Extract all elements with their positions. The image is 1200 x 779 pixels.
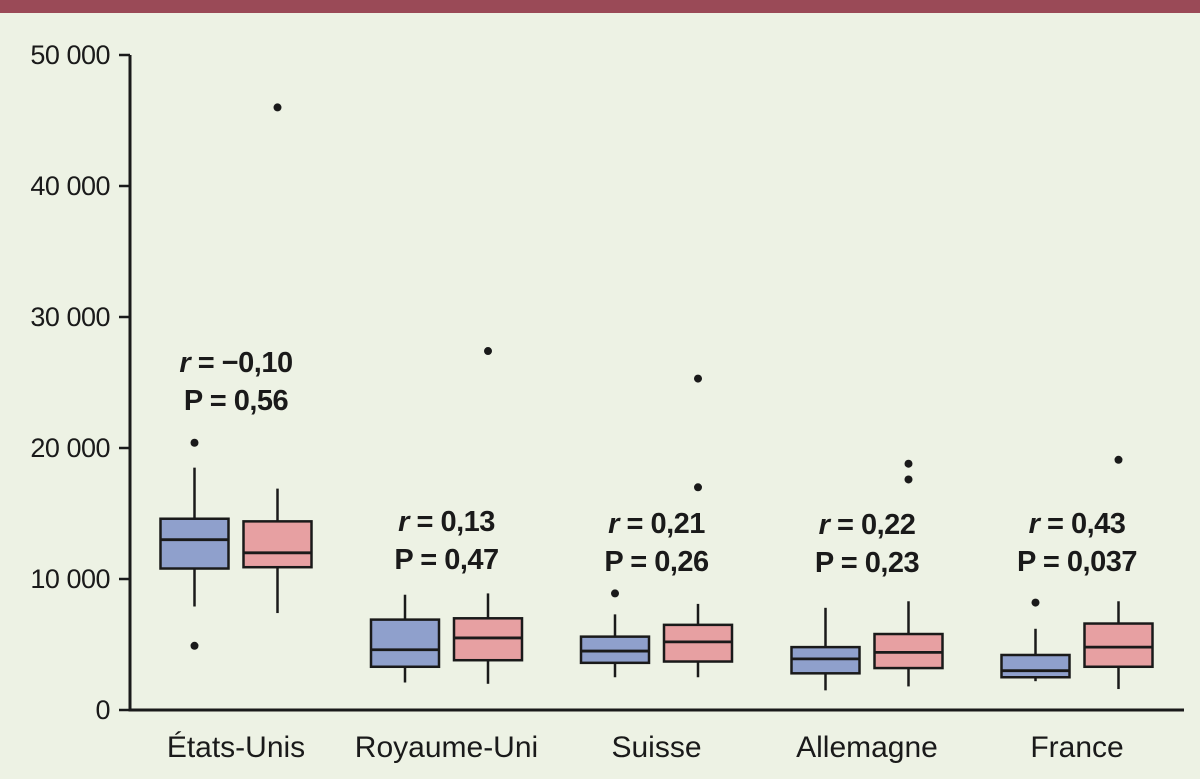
y-tick-label: 50 000 <box>30 40 110 70</box>
category-label-1: États-Unis <box>167 731 305 764</box>
annotation-p-5: P = 0,037 <box>1017 546 1137 578</box>
outlier-serie-rose-4 <box>904 475 913 484</box>
outlier-serie-rose-4 <box>904 459 913 468</box>
outlier-serie-rose-3 <box>694 483 702 492</box>
outlier-serie-bleue-3 <box>611 589 619 598</box>
annotation-p-4: P = 0,23 <box>815 547 920 579</box>
outlier-serie-rose-2 <box>484 347 492 356</box>
outlier-serie-bleue-1 <box>190 438 199 447</box>
box-serie-bleue-1 <box>159 517 230 570</box>
y-tick-label: 10 000 <box>30 564 110 594</box>
annotation-p-1: P = 0,56 <box>184 385 289 417</box>
y-tick-label: 20 000 <box>30 433 110 463</box>
outlier-serie-rose-1 <box>273 103 282 112</box>
annotation-p-2: P = 0,47 <box>394 544 498 576</box>
annotation-r-3: r = 0,21 <box>608 508 705 540</box>
outlier-serie-bleue-1 <box>190 641 199 650</box>
outlier-serie-rose-5 <box>1114 455 1123 464</box>
annotation-r-1: r = −0,10 <box>179 347 292 379</box>
category-label-4: Allemagne <box>796 731 938 764</box>
category-label-5: France <box>1030 731 1123 764</box>
box-serie-rose-5 <box>1083 622 1154 669</box>
annotation-r-5: r = 0,43 <box>1029 508 1126 540</box>
box-serie-bleue-2 <box>369 618 441 669</box>
outlier-serie-bleue-5 <box>1031 598 1040 607</box>
outlier-serie-rose-3 <box>694 374 702 383</box>
annotation-p-3: P = 0,26 <box>604 546 709 578</box>
y-tick-label: 0 <box>95 695 110 725</box>
box-serie-rose-1 <box>242 520 313 569</box>
y-tick-label: 40 000 <box>30 171 110 201</box>
top-accent-bar <box>0 0 1200 13</box>
y-tick-label: 30 000 <box>30 302 110 332</box>
category-label-3: Suisse <box>611 731 701 764</box>
box-serie-bleue-5 <box>1000 653 1071 679</box>
annotation-r-2: r = 0,13 <box>398 506 495 538</box>
category-label-2: Royaume-Uni <box>355 731 538 764</box>
annotation-r-4: r = 0,22 <box>819 509 916 541</box>
